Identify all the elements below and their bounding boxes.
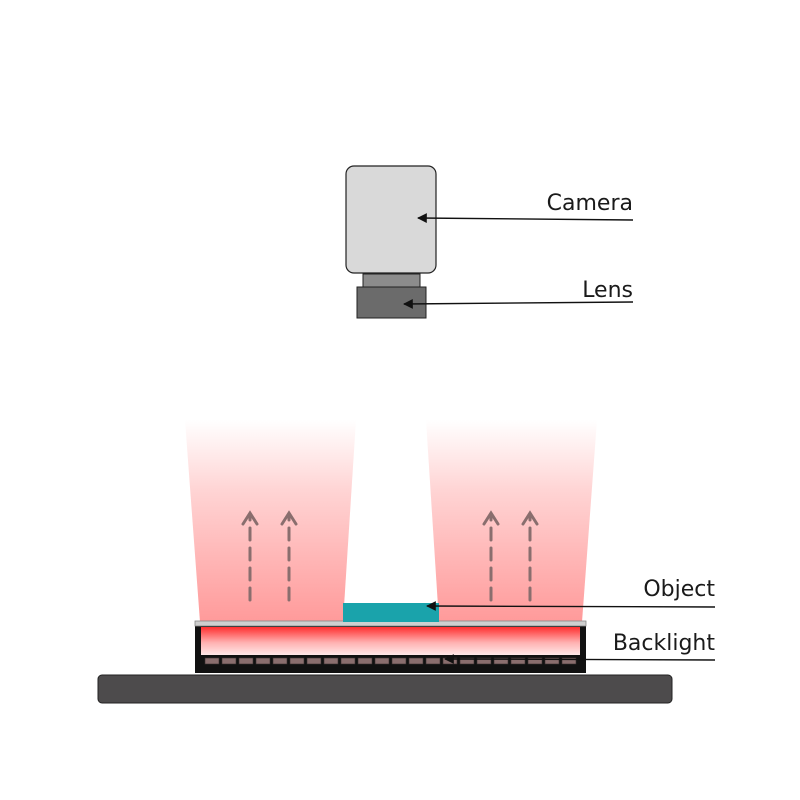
object	[343, 603, 439, 622]
led-segment	[493, 657, 509, 665]
led-segment	[561, 657, 577, 665]
led-segment	[357, 657, 373, 665]
arrow-up-dashed-icon	[521, 510, 539, 602]
led-segment	[476, 657, 492, 665]
backlight-leader-line	[444, 654, 716, 664]
lens	[356, 286, 427, 319]
led-segment	[272, 657, 288, 665]
lens-mount	[362, 273, 421, 288]
led-segment	[408, 657, 424, 665]
led-segment	[374, 657, 390, 665]
backlight-panel	[201, 627, 580, 655]
led-segment	[221, 657, 237, 665]
led-segment	[306, 657, 322, 665]
object-leader-line	[426, 601, 716, 611]
light-beam-left	[185, 420, 356, 622]
arrow-up-dashed-icon	[241, 510, 259, 602]
led-segment	[544, 657, 560, 665]
led-segment	[238, 657, 254, 665]
led-segment	[391, 657, 407, 665]
object-label: Object	[643, 577, 715, 602]
backlight-label: Backlight	[613, 631, 716, 656]
camera-label: Camera	[547, 191, 633, 216]
led-segment	[510, 657, 526, 665]
led-segment	[527, 657, 543, 665]
camera-leader-line	[417, 213, 634, 223]
led-segment	[459, 657, 475, 665]
led-segment	[255, 657, 271, 665]
lens-label: Lens	[582, 278, 633, 303]
led-segment	[340, 657, 356, 665]
led-segment	[323, 657, 339, 665]
arrow-up-dashed-icon	[482, 510, 500, 602]
led-strip	[204, 657, 577, 665]
led-segment	[204, 657, 220, 665]
base-plate	[97, 674, 673, 704]
led-segment	[289, 657, 305, 665]
arrow-up-dashed-icon	[280, 510, 298, 602]
led-segment	[425, 657, 441, 665]
camera-body	[345, 165, 437, 274]
light-beam-right	[426, 420, 597, 622]
lens-leader-line	[403, 299, 634, 309]
